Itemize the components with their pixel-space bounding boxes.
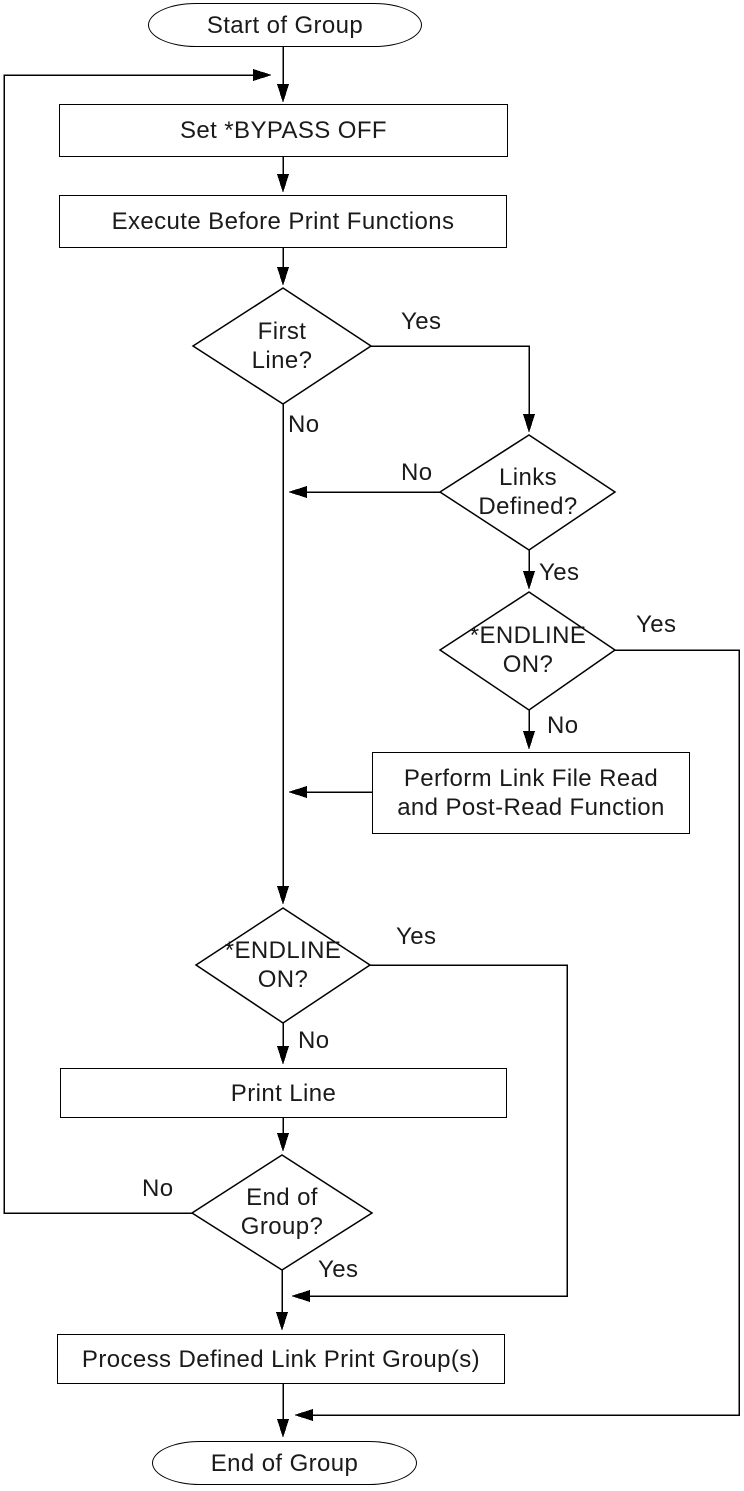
edge-perform-to-main-path: [288, 786, 372, 798]
edge-endline1-yes: [294, 649, 740, 1421]
first-line-decision-label: First Line?: [251, 318, 313, 374]
edge-end-of-group-no-loop: [3, 69, 272, 1214]
endline-on-1-decision-label: *ENDLINE ON?: [469, 622, 587, 678]
node-end-terminator: End of Group: [152, 1441, 417, 1485]
node-endline-on-1-diamond: [438, 591, 617, 711]
node-end-of-group-diamond: [190, 1154, 374, 1271]
node-links-defined-diamond: [438, 434, 617, 551]
edge-print-to-end-group-check: [277, 1118, 289, 1152]
branch-label-links-defined-yes: Yes: [539, 559, 580, 586]
perform-link-read-label: Perform Link File Read and Post-Read Fun…: [397, 765, 665, 821]
end-terminator-label: End of Group: [210, 1449, 359, 1477]
node-start-terminator: Start of Group: [148, 3, 422, 47]
edge-endline2-yes: [291, 964, 568, 1302]
set-bypass-label: Set *BYPASS OFF: [180, 117, 387, 144]
edge-first-line-no: [277, 404, 289, 905]
node-set-bypass-process: Set *BYPASS OFF: [59, 104, 508, 157]
edge-process-to-end: [277, 1384, 289, 1438]
edge-end-of-group-yes: [276, 1270, 288, 1331]
node-execute-before-print-process: Execute Before Print Functions: [59, 195, 507, 248]
links-defined-decision-label: Links Defined?: [478, 464, 578, 520]
branch-label-end-of-group-no: No: [142, 1175, 174, 1202]
edge-first-line-yes: [371, 345, 535, 433]
branch-label-endline1-yes: Yes: [636, 611, 677, 638]
print-line-label: Print Line: [230, 1079, 337, 1107]
branch-label-endline2-no: No: [298, 1027, 330, 1054]
execute-before-print-label: Execute Before Print Functions: [111, 208, 455, 235]
node-process-link-groups-process: Process Defined Link Print Group(s): [57, 1334, 505, 1384]
branch-label-links-defined-no: No: [401, 459, 433, 486]
branch-label-endline2-yes: Yes: [396, 923, 437, 950]
edge-set-bypass-to-execute: [277, 157, 289, 193]
node-first-line-diamond: [191, 287, 373, 405]
edge-endline1-no: [523, 710, 535, 750]
edge-start-to-set-bypass: [277, 47, 289, 103]
edge-links-defined-no: [288, 486, 440, 498]
end-of-group-decision-label: End of Group?: [240, 1184, 324, 1240]
branch-label-endline1-no: No: [547, 712, 579, 739]
node-endline-on-2-diamond: [194, 907, 372, 1024]
node-perform-link-read-process: Perform Link File Read and Post-Read Fun…: [372, 752, 690, 834]
branch-label-end-of-group-yes: Yes: [318, 1256, 359, 1283]
node-print-line-process: Print Line: [60, 1068, 507, 1118]
process-link-groups-label: Process Defined Link Print Group(s): [81, 1345, 481, 1373]
edge-links-defined-yes: [523, 550, 535, 590]
branch-label-first-line-yes: Yes: [401, 308, 442, 335]
edge-endline2-no: [277, 1023, 289, 1065]
edge-execute-to-first-line: [277, 248, 289, 286]
endline-on-2-decision-label: *ENDLINE ON?: [224, 937, 342, 993]
branch-label-first-line-no: No: [288, 411, 320, 438]
start-terminator-label: Start of Group: [206, 11, 364, 39]
